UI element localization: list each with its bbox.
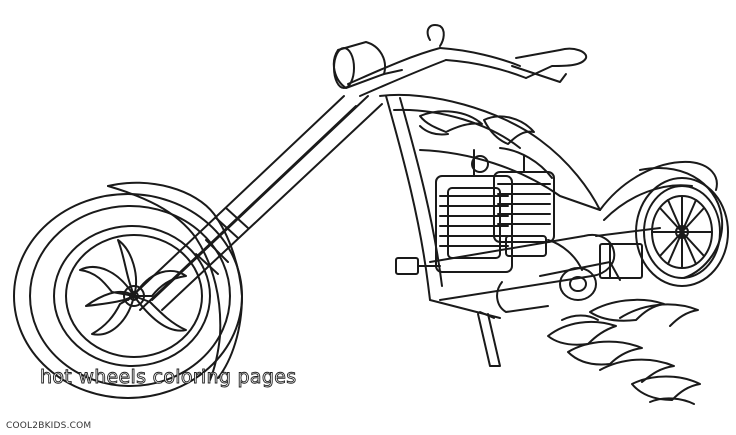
front-fork <box>127 95 383 311</box>
rear-wheel <box>635 177 729 287</box>
handlebars <box>347 24 588 97</box>
foot-peg <box>395 257 441 275</box>
front-fender <box>107 181 243 381</box>
fuel-tank <box>379 93 601 211</box>
exhaust-flames <box>547 298 701 405</box>
caption-text: hot wheels coloring pages <box>40 366 297 389</box>
kickstand <box>477 311 501 367</box>
watermark-text: COOL2BKIDS.COM <box>6 421 92 431</box>
front-wheel <box>13 193 243 399</box>
headlight <box>332 41 403 89</box>
engine <box>435 149 583 273</box>
